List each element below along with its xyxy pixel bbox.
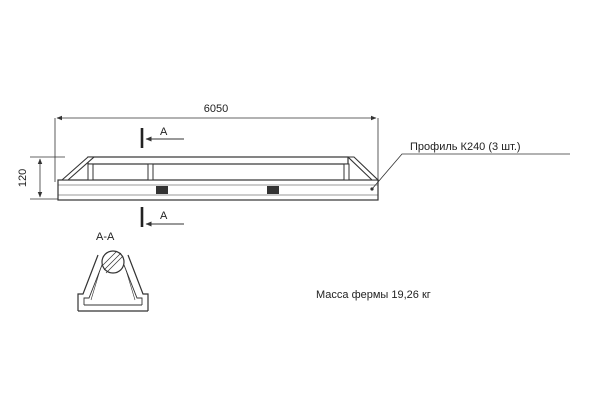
section-cut-marker: A A bbox=[140, 126, 184, 227]
bottom-chord bbox=[57, 179, 379, 201]
right-end-diagonal bbox=[346, 156, 380, 181]
section-marker-label-bottom: A bbox=[160, 210, 168, 222]
section-outline-left bbox=[77, 254, 99, 311]
height-dimension-label: 120 bbox=[17, 169, 29, 187]
mass-note: Масса фермы 19,26 кг bbox=[316, 289, 431, 301]
web-vertical bbox=[147, 163, 154, 181]
section-inner-left bbox=[83, 264, 103, 305]
section-marker-label-top: A bbox=[160, 126, 168, 138]
section-detail: А-А bbox=[77, 231, 149, 312]
section-hatch bbox=[105, 255, 124, 274]
callout-leader bbox=[371, 153, 570, 190]
length-dimension: 6050 bbox=[54, 103, 379, 182]
section-inner-right bbox=[123, 264, 143, 305]
profile-callout: Профиль К240 (3 шт.) bbox=[371, 141, 570, 190]
section-web-line bbox=[90, 269, 101, 301]
web-vertical bbox=[343, 163, 350, 181]
connection-plate bbox=[156, 186, 168, 194]
profile-label: Профиль К240 (3 шт.) bbox=[410, 141, 521, 153]
left-end-diagonal bbox=[60, 156, 96, 181]
section-round-chord bbox=[101, 250, 125, 274]
section-title: А-А bbox=[96, 231, 115, 243]
height-dimension: 120 bbox=[17, 156, 65, 200]
length-dimension-label: 6050 bbox=[204, 103, 228, 115]
section-web-line bbox=[125, 269, 136, 301]
connection-plate bbox=[267, 186, 279, 194]
truss-elevation bbox=[57, 156, 380, 201]
section-hatch bbox=[102, 250, 118, 266]
section-outline-right bbox=[127, 254, 149, 311]
web-vertical bbox=[87, 163, 94, 181]
section-hatch bbox=[103, 252, 122, 271]
top-chord bbox=[87, 156, 349, 165]
